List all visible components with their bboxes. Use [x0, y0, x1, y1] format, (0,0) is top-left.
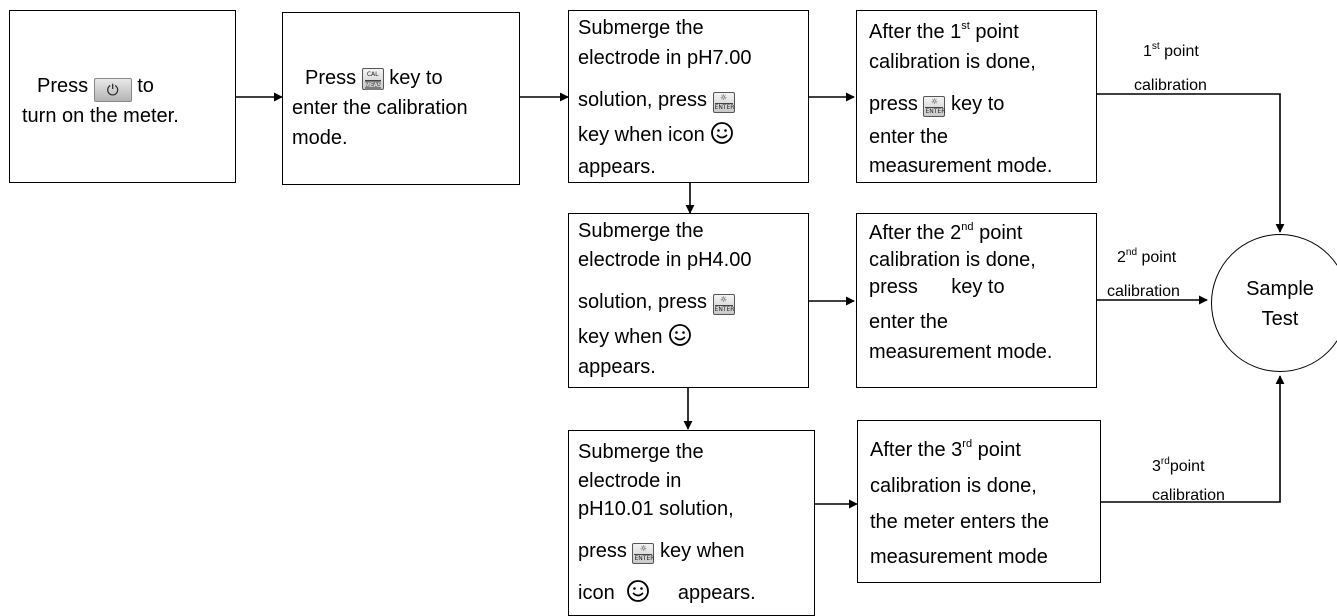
enter-calibration-text: enter the calibration: [292, 97, 468, 119]
press-text: Press: [37, 75, 89, 97]
ph4-line1: Submerge the: [578, 220, 704, 242]
done3-line1: After the 3rd point: [870, 438, 1021, 462]
first-point-label: 1st point: [1143, 41, 1199, 61]
ph10-line5b: appears.: [677, 582, 756, 604]
ph10-line4b: key when: [660, 540, 745, 562]
done3-line4: measurement mode: [870, 546, 1048, 568]
done2-line4: enter the: [869, 311, 948, 333]
ph7-line2: electrode in pH7.00: [578, 47, 752, 69]
done2-line3: press key to: [869, 276, 1005, 298]
smiley-face-icon: [669, 324, 691, 346]
ph10-line4a: press: [578, 540, 627, 562]
test-text: Test: [1261, 308, 1299, 330]
done1-line4: enter the: [869, 126, 948, 148]
ph4-line2: electrode in pH4.00: [578, 249, 752, 271]
done1-line2: calibration is done,: [869, 51, 1036, 73]
key-to-text: key to: [389, 67, 443, 89]
ph4-line4: key when: [578, 326, 663, 348]
second-point-label: 2nd point: [1117, 247, 1177, 267]
ph7-line1: Submerge the: [578, 17, 704, 39]
smiley-face-icon: [711, 122, 734, 144]
to-text: to: [137, 75, 154, 97]
turn-on-text: turn on the meter.: [22, 105, 179, 127]
ph10-line5a: icon: [578, 582, 615, 604]
third-calibration-label: calibration: [1152, 487, 1225, 504]
enter-key-icon: ☼ENTER: [923, 96, 946, 117]
step-done1-box: After the 1st point calibration is done,…: [856, 10, 1097, 183]
done2-line5: measurement mode.: [869, 341, 1053, 363]
done3-line2: calibration is done,: [870, 475, 1037, 497]
second-calibration-label: calibration: [1107, 283, 1180, 300]
enter-key-icon: ☼ENTER: [632, 543, 655, 564]
ph10-line3: pH10.01 solution,: [578, 498, 734, 520]
step-ph7-box: Submerge the electrode in pH7.00 solutio…: [568, 10, 809, 183]
first-calibration-label: calibration: [1134, 77, 1207, 94]
power-key-icon: ⏻: [93, 78, 132, 102]
done1-line5: measurement mode.: [869, 155, 1053, 177]
press-text: Press: [305, 67, 357, 89]
step-ph10-box: Submerge the electrode in pH10.01 soluti…: [568, 430, 815, 616]
ph4-line5: appears.: [578, 356, 656, 378]
done1-line3b: key to: [951, 93, 1005, 115]
done2-line2: calibration is done,: [869, 249, 1036, 271]
ph10-line1: Submerge the: [578, 441, 704, 463]
ph4-line3: solution, press: [578, 291, 707, 313]
ph10-line2: electrode in: [578, 470, 682, 492]
smiley-face-icon: [627, 580, 650, 602]
done2-line1: After the 2nd point: [869, 221, 1023, 245]
ph7-line5: appears.: [578, 156, 656, 178]
ph7-line4: key when icon: [578, 124, 705, 146]
done1-line1: After the 1st point: [869, 20, 1019, 44]
done1-line3a: press: [869, 93, 918, 115]
third-point-label: 3rdpoint: [1152, 456, 1205, 476]
done3-line3: the meter enters the: [870, 511, 1049, 533]
path-done3-to-sample: [1101, 375, 1285, 503]
step-done3-box: After the 3rd point calibration is done,…: [857, 420, 1101, 583]
path-done1-to-sample: [1097, 93, 1285, 233]
sample-test-node: Sample Test: [1211, 234, 1337, 372]
step-done2-box: After the 2nd point calibration is done,…: [856, 213, 1097, 388]
step-ph4-box: Submerge the electrode in pH4.00 solutio…: [568, 213, 809, 388]
ph7-line3: solution, press: [578, 89, 707, 111]
mode-text: mode.: [292, 127, 348, 149]
enter-key-icon: ☼ENTER: [712, 294, 735, 315]
enter-key-icon: ☼ENTER: [712, 92, 735, 113]
sample-text: Sample: [1246, 278, 1314, 300]
step-power-on-box: Press ⏻ to turn on the meter.: [9, 10, 236, 183]
